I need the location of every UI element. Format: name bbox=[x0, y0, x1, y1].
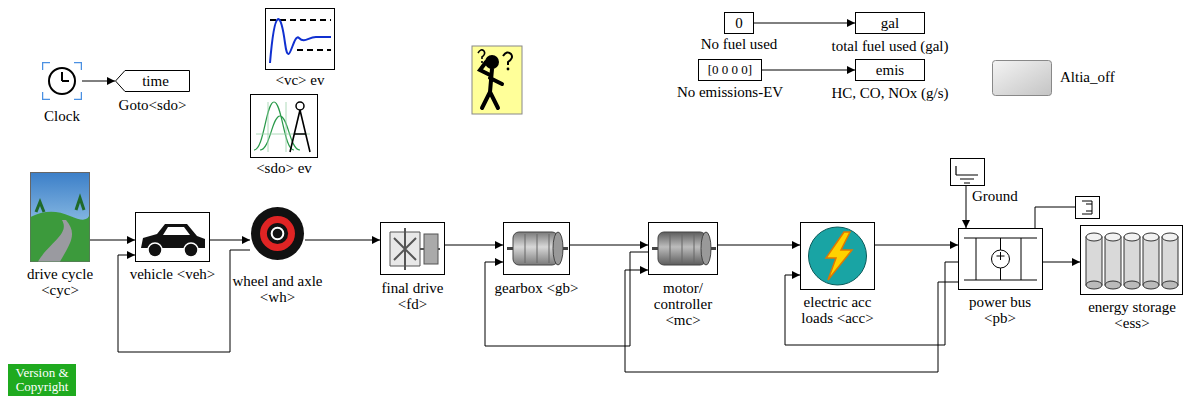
block-icon bbox=[42, 62, 82, 100]
simulink-block: electric acc loads <acc> bbox=[800, 222, 875, 290]
block-icon bbox=[800, 222, 875, 290]
simulink-block: <sdo> ev bbox=[250, 94, 318, 158]
block-label: power bus <pb> bbox=[960, 294, 1040, 326]
block-icon bbox=[992, 60, 1052, 96]
block-label: HC, CO, NOx (g/s) bbox=[820, 85, 960, 101]
simulink-block: final drive <fd> bbox=[380, 222, 445, 275]
block-label: electric acc loads <acc> bbox=[790, 294, 885, 326]
block-label: total fuel used (gal) bbox=[820, 38, 960, 54]
signal-line bbox=[118, 250, 250, 352]
block-icon bbox=[950, 158, 985, 186]
block-value: emis bbox=[855, 59, 925, 81]
block-icon bbox=[265, 8, 335, 70]
simulink-block: 0No fuel used bbox=[724, 12, 754, 34]
signal-line bbox=[305, 240, 380, 241]
simulink-block: timeGoto<sdo> bbox=[115, 70, 190, 92]
block-label: motor/ controller <mc> bbox=[643, 280, 723, 328]
block-icon bbox=[380, 222, 445, 275]
block-icon bbox=[503, 222, 570, 275]
block-label: No emissions-EV bbox=[675, 84, 785, 100]
block-label: Clock bbox=[32, 108, 92, 124]
block-label: No fuel used bbox=[694, 36, 784, 52]
simulink-block: emisHC, CO, NOx (g/s) bbox=[855, 59, 925, 81]
signal-line bbox=[445, 245, 503, 246]
simulink-block: Clock bbox=[42, 62, 82, 100]
signal-line bbox=[570, 245, 648, 246]
simulink-block: [0 0 0 0]No emissions-EV bbox=[698, 59, 762, 81]
simulink-block: power bus <pb> bbox=[958, 228, 1043, 290]
block-label: Altia_off bbox=[1060, 69, 1160, 85]
signal-line bbox=[1043, 262, 1080, 263]
block-label: <vc> ev bbox=[260, 72, 340, 88]
block-label: final drive <fd> bbox=[365, 280, 460, 312]
signal-line bbox=[625, 270, 958, 372]
signal-line bbox=[90, 240, 135, 241]
simulink-block: <vc> ev bbox=[265, 8, 335, 70]
block-icon bbox=[958, 228, 1043, 290]
simulink-block: motor/ controller <mc> bbox=[648, 222, 718, 275]
block-icon bbox=[648, 222, 718, 275]
block-icon bbox=[1080, 225, 1183, 295]
simulink-block: galtotal fuel used (gal) bbox=[855, 12, 925, 34]
signal-line bbox=[754, 23, 855, 24]
signal-line bbox=[718, 245, 800, 246]
simulink-block: wheel and axle <wh> bbox=[250, 205, 305, 262]
block-icon bbox=[30, 172, 90, 262]
version-button-text: Version & Copyright bbox=[8, 364, 76, 396]
simulink-block: Version & Copyright bbox=[8, 364, 76, 396]
simulink-block: Altia_off bbox=[992, 60, 1052, 96]
simulink-block: vehicle <veh> bbox=[135, 212, 210, 262]
block-label: <sdo> ev bbox=[244, 160, 324, 176]
signal-line bbox=[966, 186, 967, 228]
signal-line bbox=[762, 70, 855, 71]
block-label: vehicle <veh> bbox=[125, 266, 220, 282]
signal-line bbox=[210, 240, 250, 241]
block-value: 0 bbox=[724, 12, 754, 34]
terminator-symbol bbox=[1035, 197, 1100, 229]
signal-line bbox=[875, 245, 958, 246]
block-icon bbox=[135, 212, 210, 262]
block-label: Goto<sdo> bbox=[110, 97, 195, 113]
block-icon bbox=[250, 94, 318, 158]
simulink-block: Ground bbox=[950, 158, 985, 186]
signal-line bbox=[82, 81, 115, 82]
simulink-block: gearbox <gb> bbox=[503, 222, 570, 275]
block-label: gearbox <gb> bbox=[489, 280, 584, 296]
simulink-block: drive cycle <cyc> bbox=[30, 172, 90, 262]
block-value: [0 0 0 0] bbox=[698, 59, 762, 81]
block-label: Ground bbox=[972, 188, 1042, 204]
block-value: gal bbox=[855, 12, 925, 34]
block-label: wheel and axle <wh> bbox=[230, 273, 325, 305]
simulink-block: energy storage <ess> bbox=[1080, 225, 1183, 295]
block-value: time bbox=[115, 70, 190, 92]
block-label: drive cycle <cyc> bbox=[15, 266, 105, 298]
help-figure bbox=[472, 46, 522, 114]
block-label: energy storage <ess> bbox=[1078, 299, 1186, 331]
block-icon bbox=[250, 205, 305, 262]
